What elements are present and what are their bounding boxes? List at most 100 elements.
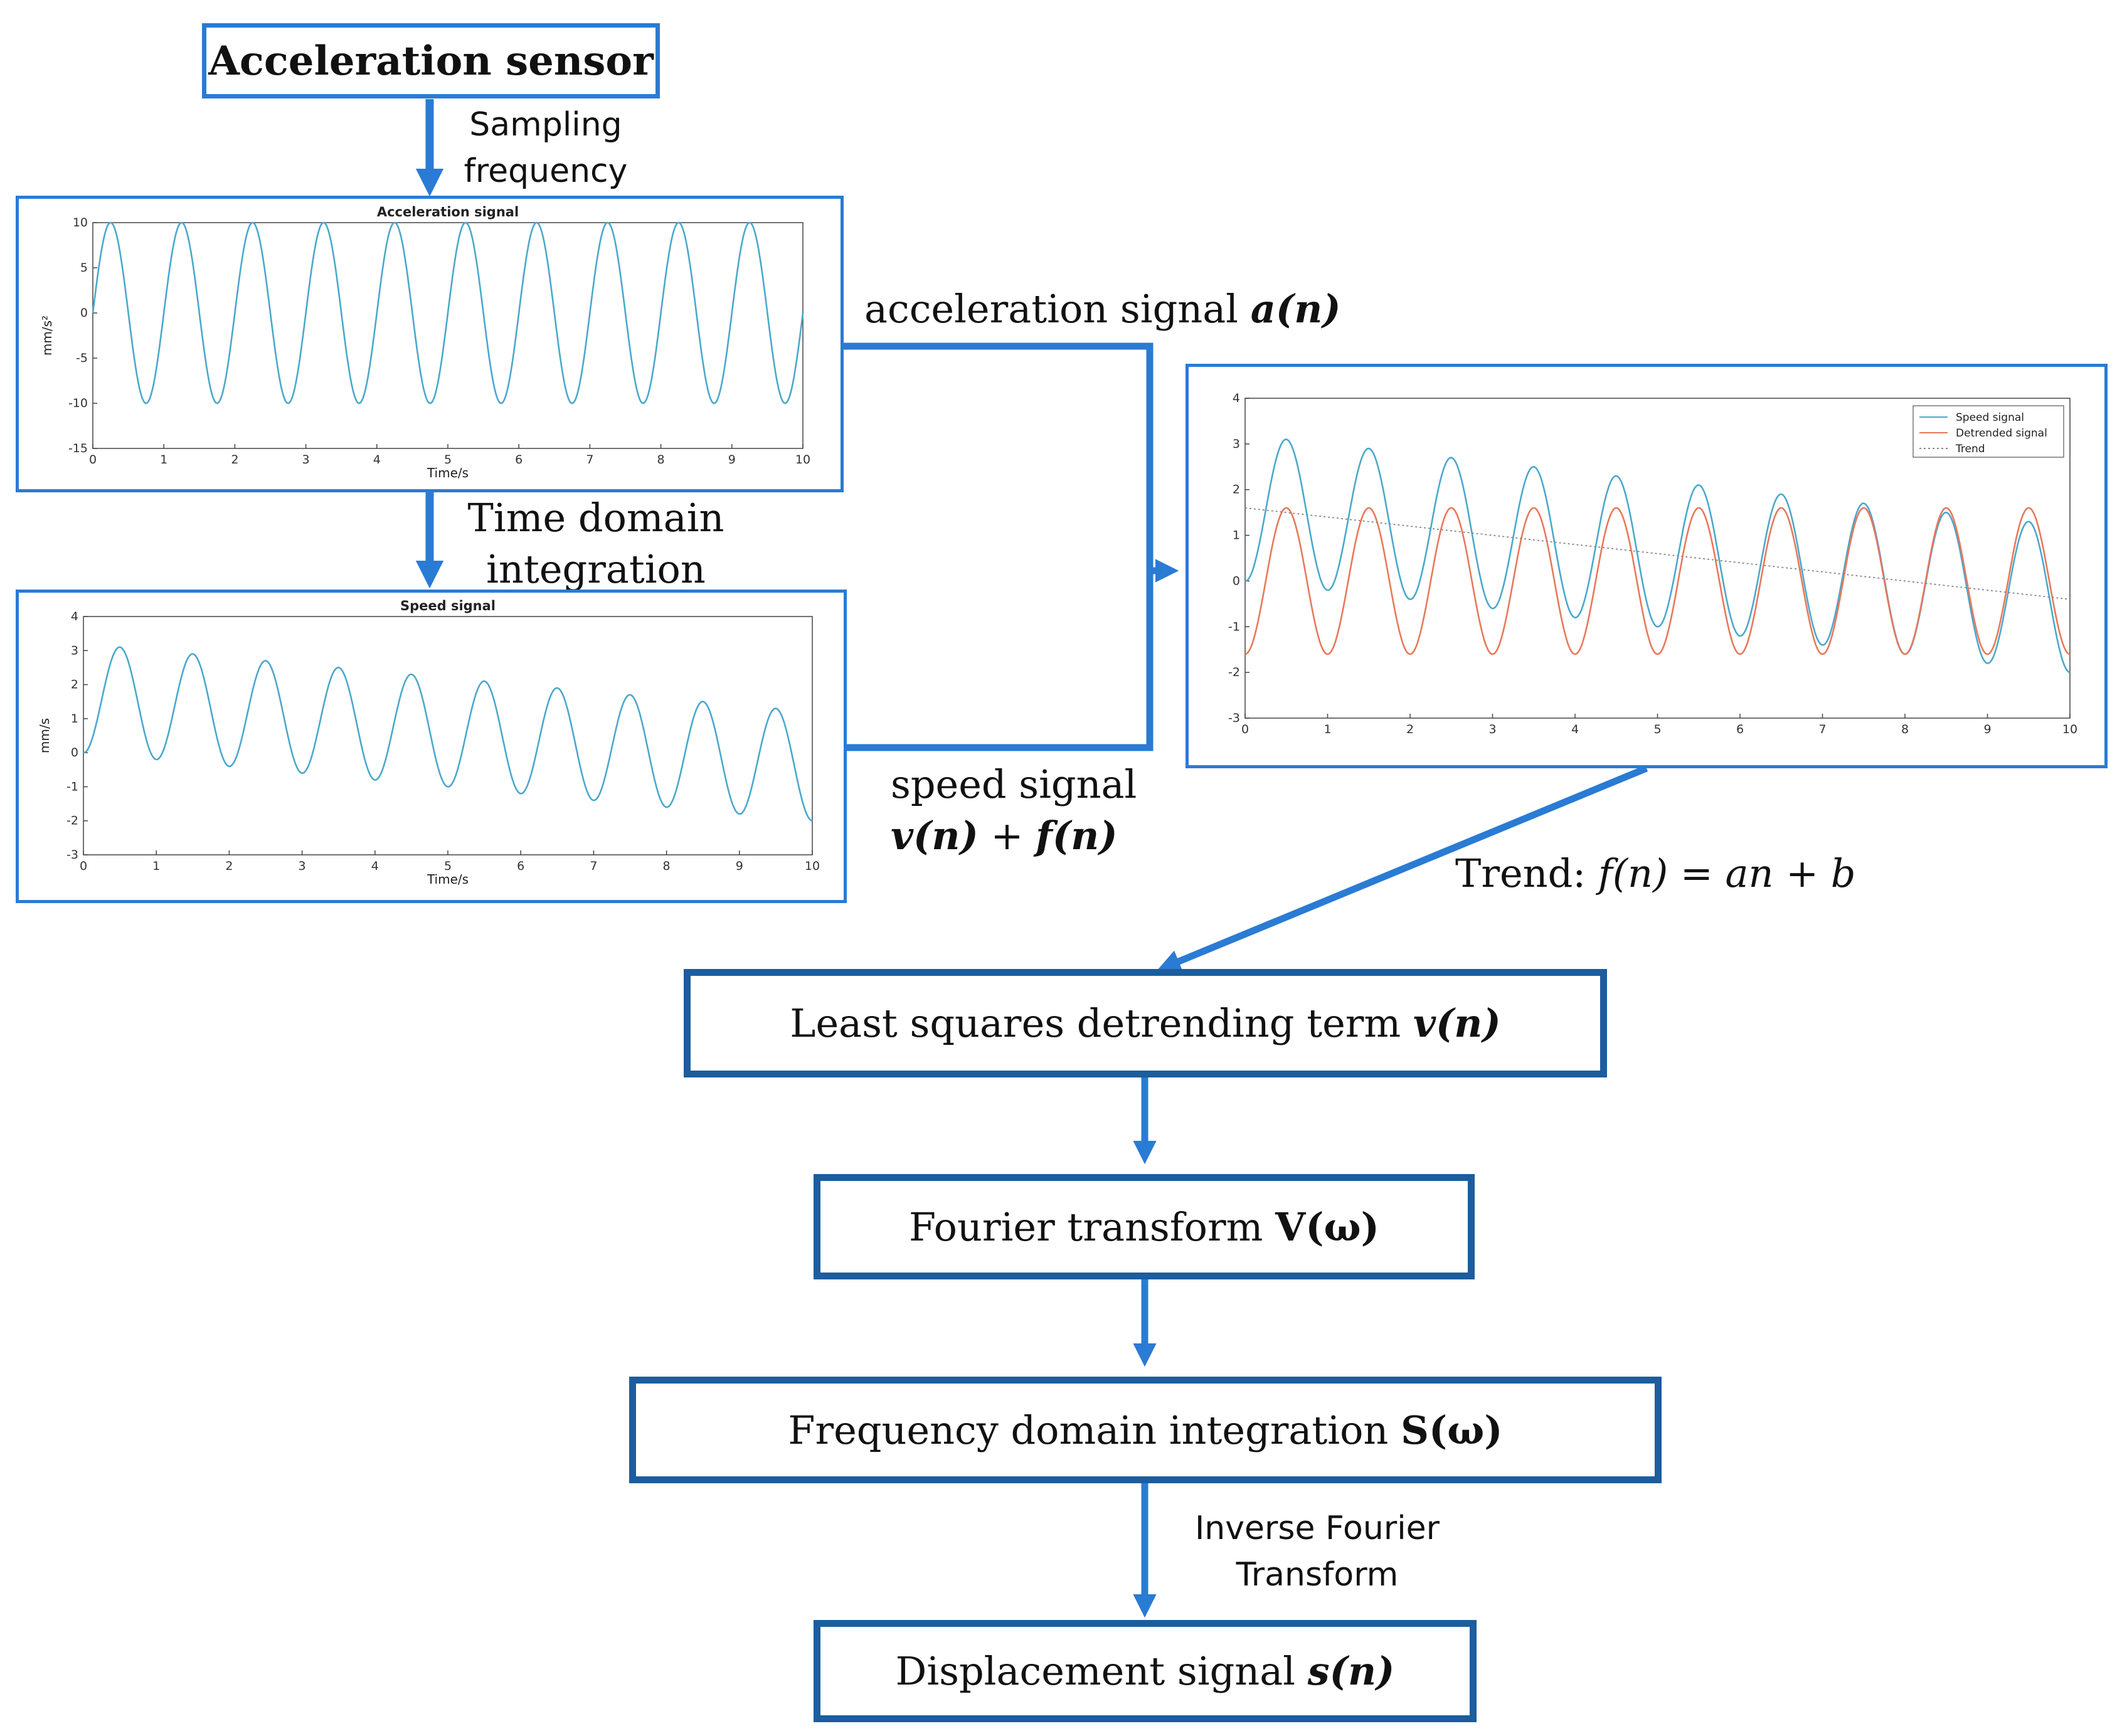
plot-frame — [92, 222, 804, 449]
y-tick-label: -5 — [76, 351, 88, 365]
x-tick-label: 10 — [795, 453, 810, 467]
x-tick-label: 0 — [80, 859, 87, 873]
acceleration-signal-label: acceleration signal a(n) — [864, 283, 1341, 335]
sensor-label: Acceleration sensor — [208, 37, 654, 85]
inverse-fourier-label: Inverse Fourier Transform — [1167, 1505, 1468, 1598]
plot-frame — [83, 616, 813, 855]
y-tick-label: -1 — [66, 780, 78, 793]
accel-signal-text: acceleration signal — [864, 286, 1251, 332]
y-tick-label: -10 — [68, 396, 88, 410]
y-tick-label: 0 — [71, 746, 78, 760]
y-tick-label: 1 — [1233, 529, 1240, 542]
arrow-combined-to-detrend — [1157, 765, 1648, 973]
x-tick-label: 1 — [1324, 722, 1331, 736]
freq-int-math: S(ω) — [1401, 1407, 1503, 1453]
fourier-transform-node: Fourier transform V(ω) — [814, 1174, 1475, 1279]
y-tick-label: 3 — [71, 643, 78, 657]
x-tick-label: 8 — [657, 453, 665, 467]
y-axis-label: mm/s² — [40, 315, 55, 356]
x-axis-label: Time/s — [427, 872, 469, 887]
combined-trend-line — [1244, 507, 2071, 600]
accel-signal-math: a(n) — [1250, 286, 1341, 332]
x-tick-label: 5 — [444, 453, 452, 467]
x-axis-label: Time/s — [427, 465, 469, 480]
x-tick-label: 10 — [2062, 722, 2077, 736]
displacement-text: Displacement signal — [895, 1648, 1308, 1694]
x-tick-label: 6 — [515, 453, 523, 467]
time-int-line-2: integration — [486, 546, 706, 592]
x-tick-label: 2 — [225, 859, 233, 873]
x-tick-label: 9 — [728, 453, 736, 467]
y-tick-label: 4 — [71, 610, 78, 623]
x-tick-label: 3 — [299, 859, 306, 873]
x-tick-label: 10 — [805, 859, 820, 873]
fourier-math: V(ω) — [1275, 1204, 1379, 1250]
detrend-node: Least squares detrending term v(n) — [684, 969, 1607, 1077]
x-tick-label: 1 — [152, 859, 160, 873]
combined-detrended-line — [1244, 507, 2071, 655]
x-tick-label: 0 — [89, 453, 97, 467]
detrend-label: Least squares detrending term v(n) — [790, 1000, 1500, 1046]
time-domain-integration-label: Time domain integration — [448, 492, 743, 595]
fourier-label: Fourier transform V(ω) — [909, 1204, 1379, 1250]
trend-formula: f(n) = an + b — [1598, 850, 1856, 896]
detrend-text: Least squares detrending term — [790, 1000, 1413, 1046]
speed-signal-plus: + — [978, 813, 1036, 859]
y-axis-label: mm/s — [37, 718, 52, 753]
speed-signal-line-2: v(n) + f(n) — [891, 810, 1137, 862]
sampling-line-1: Sampling — [469, 106, 622, 144]
speed-signal-line-1: speed signal — [891, 761, 1137, 807]
speed-series-line — [83, 646, 813, 822]
y-tick-label: 0 — [80, 306, 88, 320]
x-tick-label: 7 — [590, 859, 597, 873]
acceleration-series-line — [92, 221, 804, 405]
legend-label: Speed signal — [1956, 411, 2024, 424]
displacement-node: Displacement signal s(n) — [814, 1620, 1477, 1722]
frequency-integration-node: Frequency domain integration S(ω) — [629, 1377, 1662, 1483]
inverse-line-2: Transform — [1236, 1556, 1399, 1594]
inverse-line-1: Inverse Fourier — [1194, 1510, 1440, 1547]
y-tick-label: -2 — [1228, 665, 1240, 679]
fourier-text: Fourier transform — [909, 1204, 1276, 1250]
y-tick-label: -3 — [66, 848, 78, 862]
y-tick-label: 4 — [1233, 391, 1240, 405]
speed-signal-label: speed signal v(n) + f(n) — [891, 759, 1137, 862]
x-tick-label: 3 — [1488, 722, 1496, 736]
chart-title: Speed signal — [400, 598, 496, 613]
x-tick-label: 9 — [1983, 722, 1991, 736]
acceleration-sensor-node: Acceleration sensor — [202, 23, 660, 98]
x-tick-label: 7 — [1818, 722, 1826, 736]
x-tick-label: 5 — [1653, 722, 1661, 736]
y-tick-label: 2 — [71, 678, 78, 692]
sampling-line-2: frequency — [464, 152, 628, 190]
y-tick-label: 1 — [71, 712, 78, 726]
x-tick-label: 9 — [736, 859, 743, 873]
detrend-math: v(n) — [1413, 1000, 1501, 1046]
arrow-speed-to-combined — [847, 571, 1154, 751]
sampling-frequency-label: Sampling frequency — [452, 102, 640, 194]
x-tick-label: 6 — [1736, 722, 1744, 736]
y-tick-label: 5 — [80, 261, 88, 275]
freq-int-label: Frequency domain integration S(ω) — [788, 1407, 1502, 1453]
y-tick-label: 10 — [73, 216, 88, 230]
legend-label: Detrended signal — [1956, 427, 2047, 440]
y-tick-label: -1 — [1228, 620, 1240, 633]
x-tick-label: 5 — [444, 859, 452, 873]
x-tick-label: 7 — [586, 453, 593, 467]
displacement-label: Displacement signal s(n) — [896, 1648, 1395, 1694]
speed-signal-f: f(n) — [1036, 813, 1118, 859]
chart-title: Acceleration signal — [377, 204, 519, 220]
y-tick-label: -15 — [68, 442, 88, 455]
x-tick-label: 2 — [231, 453, 238, 467]
y-tick-label: -2 — [66, 814, 78, 828]
legend-label: Trend — [1955, 443, 1985, 455]
x-tick-label: 1 — [160, 453, 167, 467]
combined-speed-line — [1245, 438, 2071, 674]
y-tick-label: 0 — [1233, 574, 1240, 588]
